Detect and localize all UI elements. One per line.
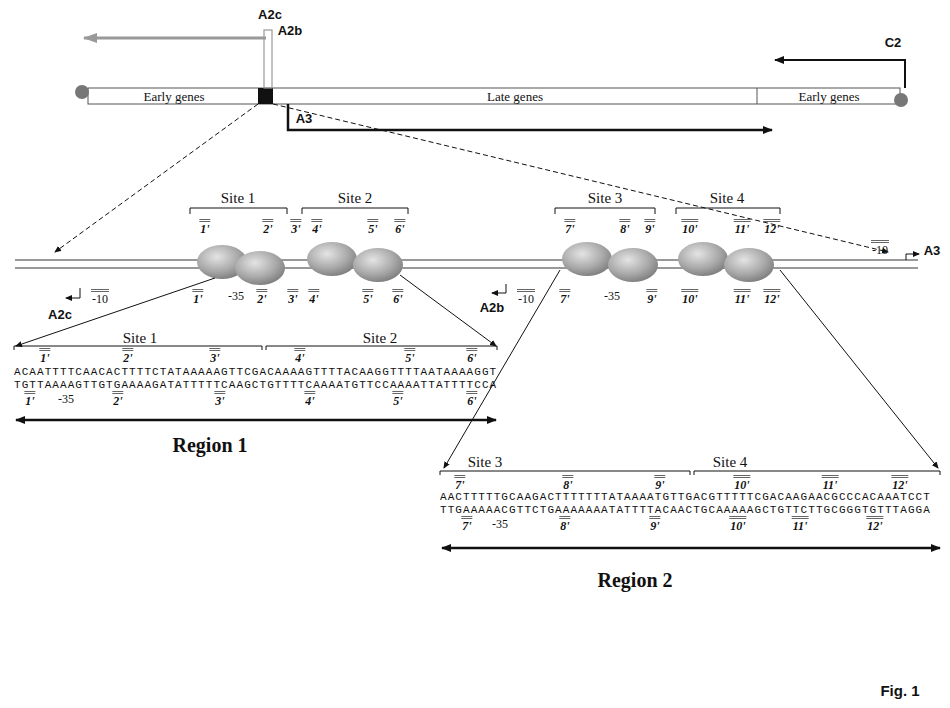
- half-site-label: 8': [619, 219, 630, 237]
- promoter-label: A3: [924, 243, 941, 258]
- half-site-label: 11': [792, 516, 809, 534]
- gene-region-label: Early genes: [143, 90, 204, 103]
- half-site-label: 1': [39, 348, 50, 366]
- half-site-label: 7': [564, 219, 575, 237]
- half-site-label: 3': [209, 348, 220, 366]
- half-site-label: 1': [192, 289, 203, 307]
- promoter-label: A2b: [278, 23, 303, 38]
- half-site-label: 7': [454, 475, 465, 493]
- region-label: Region 2: [598, 569, 673, 592]
- half-site-label: 12': [763, 219, 780, 237]
- figure-caption: Fig. 1: [880, 682, 919, 699]
- site-label: Site 4: [713, 454, 748, 471]
- half-site-label: 5': [404, 348, 415, 366]
- half-site-label: 4': [294, 348, 305, 366]
- half-site-label: 3': [214, 391, 225, 409]
- half-site-label: 10': [681, 219, 698, 237]
- half-site-label: 9': [654, 475, 665, 493]
- half-site-label: 8': [562, 475, 573, 493]
- half-site-label: 10': [733, 475, 750, 493]
- promoter-label: A2c: [258, 7, 282, 22]
- promoter-label: A3: [296, 111, 313, 126]
- region-label: Region 1: [173, 434, 248, 457]
- box-label: -35: [228, 289, 244, 304]
- half-site-label: 11': [822, 475, 839, 493]
- box-label: -35: [58, 392, 74, 407]
- half-site-label: 1': [199, 219, 210, 237]
- half-site-label: 2': [262, 219, 273, 237]
- half-site-label: 10': [729, 516, 746, 534]
- half-site-label: 11': [734, 289, 751, 307]
- half-site-label: 4': [304, 391, 315, 409]
- half-site-label: 5': [362, 289, 373, 307]
- half-site-label: 6': [392, 289, 403, 307]
- gene-region-label: Early genes: [798, 90, 859, 103]
- dna-sequence: TTGAAAAACGTTCTGAAAAAAATATTTTACAACTGCAAAA…: [440, 504, 931, 516]
- box-label: -10: [517, 289, 535, 307]
- box-label: -10: [871, 240, 889, 258]
- half-site-label: 6': [466, 348, 477, 366]
- half-site-label: 1': [24, 391, 35, 409]
- half-site-label: 7': [559, 289, 570, 307]
- site-label: Site 3: [588, 190, 623, 207]
- half-site-label: 4': [308, 289, 319, 307]
- half-site-label: 6': [466, 391, 477, 409]
- site-label: Site 4: [710, 190, 745, 207]
- dna-sequence: TGTTAAAAGTTGTGAAAAGATATTTTTCAAGCTGTTTTCA…: [14, 379, 497, 391]
- half-site-label: 9': [644, 219, 655, 237]
- half-site-label: 10': [681, 289, 698, 307]
- gene-region: Early genes: [758, 88, 900, 104]
- gene-region-label: Late genes: [487, 90, 543, 103]
- half-site-label: 2': [256, 289, 267, 307]
- half-site-label: 3': [287, 289, 298, 307]
- half-site-label: 2': [112, 391, 123, 409]
- half-site-label: 2': [122, 348, 133, 366]
- half-site-label: 8': [559, 516, 570, 534]
- site-label: Site 1: [221, 190, 256, 207]
- half-site-label: 12': [866, 516, 883, 534]
- half-site-label: 12': [891, 475, 908, 493]
- half-site-label: 7': [461, 516, 472, 534]
- gene-region: Early genes: [95, 88, 253, 104]
- promoter-label: C2: [885, 35, 902, 50]
- site-label: Site 1: [123, 330, 158, 347]
- half-site-label: 9': [646, 289, 657, 307]
- site-label: Site 2: [363, 330, 398, 347]
- half-site-label: 12': [763, 289, 780, 307]
- dna-sequence: AACTTTTTGCAAGACTTTTTTTATAAAATGTTGACGTTTT…: [440, 491, 931, 503]
- box-label: -35: [492, 517, 508, 532]
- half-site-label: 3': [290, 219, 301, 237]
- promoter-label: A2c: [48, 307, 72, 322]
- half-site-label: 6': [394, 219, 405, 237]
- half-site-label: 5': [392, 391, 403, 409]
- box-label: -35: [604, 289, 620, 304]
- half-site-label: 4': [311, 219, 322, 237]
- site-label: Site 3: [468, 454, 503, 471]
- dna-sequence: ACAATTTTCAACACTTTTCTATAAAAAGTTCGACAAAAGT…: [14, 366, 497, 378]
- half-site-label: 9': [649, 516, 660, 534]
- promoter-label: A2b: [480, 300, 505, 315]
- gene-region: Late genes: [273, 88, 757, 104]
- half-site-label: 5': [367, 219, 378, 237]
- box-label: -10: [91, 289, 109, 307]
- site-label: Site 2: [338, 190, 373, 207]
- half-site-label: 11': [734, 219, 751, 237]
